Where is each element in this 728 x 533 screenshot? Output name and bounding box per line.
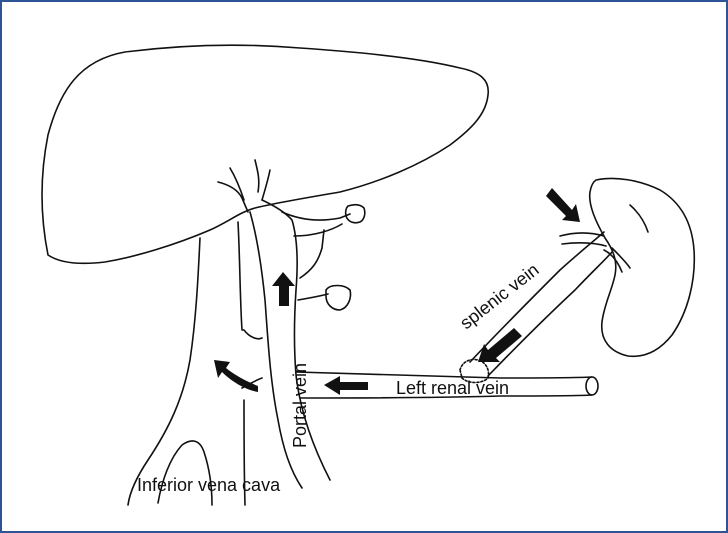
coronary-branch-upper-lower [294, 224, 342, 236]
spleen [590, 178, 695, 356]
hilum-vessel-2 [562, 243, 606, 246]
branch-lower [300, 230, 324, 278]
arrow-spleen-hilum [546, 188, 580, 222]
label-left-renal-vein: Left renal vein [396, 378, 509, 398]
arrow-portal-up [272, 272, 295, 306]
splenic-vein-bottom [488, 252, 612, 376]
left-renal-vein-end [586, 377, 598, 395]
branch-lower-2 [298, 294, 328, 300]
inferior-vena-cava [128, 238, 200, 505]
label-splenic-vein: splenic vein [456, 259, 542, 333]
ivc-lower-left [158, 441, 212, 505]
arrow-renal-left [324, 376, 368, 395]
portal-branch-right2 [262, 170, 270, 200]
hilum-vessel-1 [560, 233, 604, 236]
coronary-branch-upper [282, 212, 350, 220]
label-portal-vein: Portal vein [290, 363, 310, 448]
spleen-inner-fold [630, 205, 648, 232]
portal-branch-right [255, 160, 259, 192]
ivc-right-wall [238, 222, 262, 339]
arrow-splenic-down [478, 328, 522, 362]
arrow-ivc-curve [214, 360, 258, 392]
varix-upper [346, 205, 365, 223]
varix-lower [326, 286, 351, 311]
portal-branch-mid [230, 168, 244, 200]
label-inferior-vena-cava: Inferior vena cava [137, 475, 281, 495]
liver [42, 45, 488, 263]
